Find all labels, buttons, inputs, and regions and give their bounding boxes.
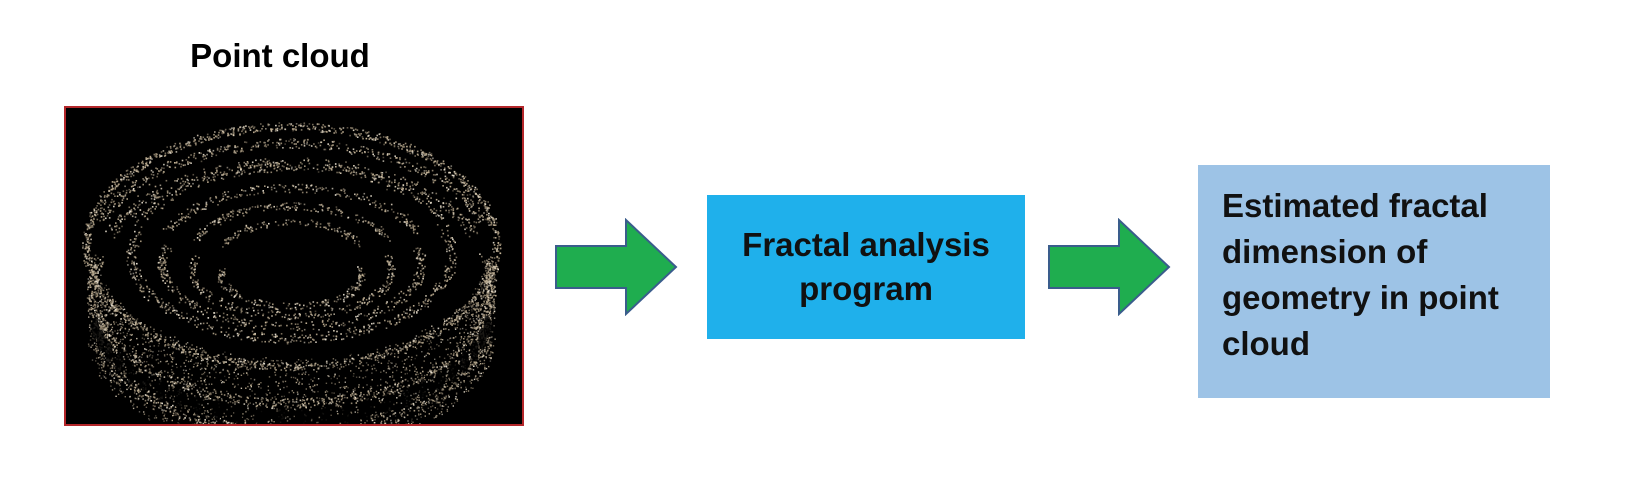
fractal-dimension-output-box: Estimated fractal dimension of geometry …: [1198, 165, 1550, 398]
point-cloud-image: [64, 106, 524, 426]
colosseum-point-cloud-graphic: [82, 122, 502, 424]
fractal-dimension-output-label: Estimated fractal dimension of geometry …: [1222, 187, 1499, 362]
point-cloud-title: Point cloud: [190, 37, 370, 74]
fractal-analysis-label: Fractal analysis program: [742, 226, 990, 307]
right-arrow-icon: [1048, 218, 1171, 316]
fractal-analysis-box: Fractal analysis program: [707, 195, 1025, 339]
arrow-shape: [555, 218, 678, 316]
arrow-shape: [1048, 218, 1171, 316]
right-arrow-icon: [555, 218, 678, 316]
